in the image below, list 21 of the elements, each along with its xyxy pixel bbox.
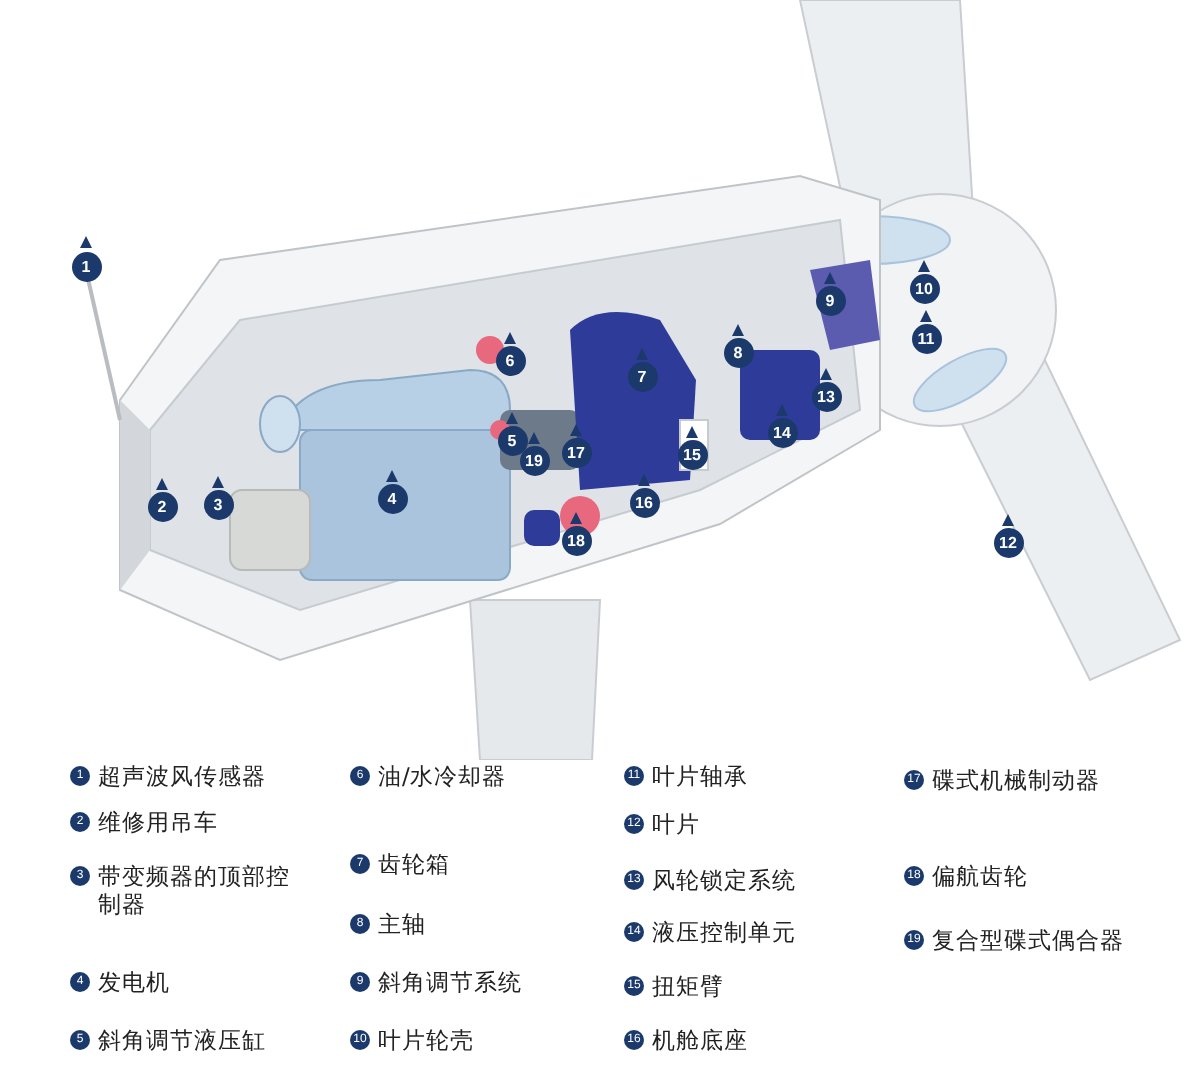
legend-text: 液压控制单元 bbox=[652, 918, 798, 946]
callout-number: 1 bbox=[71, 251, 101, 281]
legend-text: 主轴 bbox=[378, 910, 428, 938]
legend-text: 偏航齿轮 bbox=[932, 862, 1030, 890]
legend-text: 复合型碟式偶合器 bbox=[932, 926, 1126, 954]
callout-number: 12 bbox=[993, 527, 1023, 557]
legend-text: 风轮锁定系统 bbox=[652, 866, 798, 894]
legend-text: 斜角调节系统 bbox=[378, 968, 524, 996]
legend-text: 超声波风传感器 bbox=[98, 762, 268, 790]
legend-text: 斜角调节液压缸 bbox=[98, 1026, 268, 1054]
legend-text: 发电机 bbox=[98, 968, 172, 996]
legend-text: 扭矩臂 bbox=[652, 972, 726, 1000]
legend-text: 叶片 bbox=[652, 810, 702, 838]
legend-text: 齿轮箱 bbox=[378, 850, 452, 878]
legend-text: 碟式机械制动器 bbox=[932, 766, 1102, 794]
legend-text: 维修用吊车 bbox=[98, 808, 220, 836]
legend-text: 机舱底座 bbox=[652, 1026, 750, 1054]
legend-text: 叶片轴承 bbox=[652, 762, 750, 790]
legend-text: 油/水冷却器 bbox=[378, 762, 508, 790]
legend-text: 带变频器的顶部控制器 bbox=[98, 862, 292, 918]
legend-text: 叶片轮壳 bbox=[378, 1026, 476, 1054]
